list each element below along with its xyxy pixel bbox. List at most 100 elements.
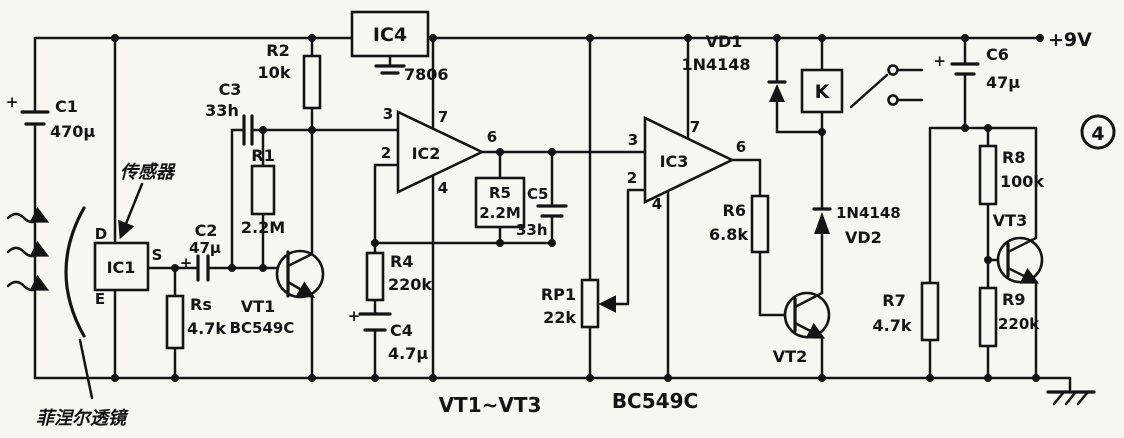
r5-ref-label: R5 [489, 184, 511, 202]
lens-leader-line [78, 338, 94, 400]
ic3-pin3-label: 3 [628, 131, 638, 149]
figure-circle-icon [1080, 114, 1116, 150]
opamp-ic2: IC2 3 2 7 6 4 [381, 105, 497, 197]
resistor-r2: R2 10k [258, 41, 322, 110]
ic2-body [396, 109, 486, 195]
ic2-pin2-label: 2 [381, 144, 391, 162]
rp1-value-label: 22k [543, 308, 576, 327]
vt1-type-label: BC549C [230, 319, 295, 337]
supply-label: +9V [1048, 29, 1092, 51]
diode-vd2: 1N4148 VD2 [812, 204, 901, 247]
capacitor-c3: C3 33h [205, 80, 254, 146]
relay-k: K [800, 68, 844, 114]
vt1-ref-label: VT1 [241, 297, 275, 316]
bottom-note-type: BC549C [612, 389, 698, 413]
r5-value-label: 2.2M [479, 204, 521, 222]
ic2-pin6-label: 6 [487, 128, 497, 146]
supply-node [1036, 34, 1044, 42]
junction-dots [111, 34, 1040, 382]
sensor-label: 传感器 [120, 162, 176, 183]
c6-value-label: 47μ [986, 73, 1020, 92]
ic3-pin6-label: 6 [736, 138, 746, 156]
ic2-pin3-label: 3 [383, 105, 393, 123]
vd1-value-label: 1N4148 [681, 55, 750, 74]
capacitor-c1: + C1 470μ [6, 93, 96, 141]
ic1-pin-s-label: S [152, 246, 163, 264]
resistor-r6: R6 6.8k [709, 194, 770, 254]
ic3-pin7-label: 7 [690, 118, 700, 136]
pir-sensor-ic1: IC1 D S E 传感器 菲涅尔透镜 [6, 162, 176, 429]
vt3-body [996, 236, 1044, 284]
vt2-ref-label: VT2 [773, 347, 807, 366]
rs-value-label: 4.7k [187, 319, 226, 338]
opamp-ic3: IC3 3 2 7 6 4 [627, 115, 746, 213]
resistor-r1: R1 2.2M [241, 146, 285, 237]
vt3-emitter-arrow-icon [1006, 266, 1040, 284]
wiring [33, 36, 1072, 380]
r9-value-label: 220k [998, 315, 1040, 333]
vd1-ref-label: VD1 [706, 32, 743, 51]
c1-value-label: 470μ [50, 122, 95, 141]
transistor-vt1: VT1 BC549C [230, 249, 325, 337]
rs-ref-label: Rs [190, 295, 212, 314]
c3-ref-label: C3 [219, 80, 242, 99]
ic4-ground-icon [374, 64, 406, 75]
vd2-triangle-icon [814, 212, 830, 234]
c1-plates-icon [20, 110, 50, 126]
c6-plates-icon [950, 62, 980, 76]
c2-value-label: 47μ [189, 239, 221, 257]
ic2-ref-label: IC2 [412, 144, 441, 163]
fresnel-lens-arc-icon [64, 206, 86, 338]
r1-body [250, 164, 276, 216]
contact-terminal [887, 64, 899, 76]
r7-ref-label: R7 [882, 291, 905, 310]
ic1-body [93, 241, 150, 292]
ic1-pin-d-label: D [95, 225, 107, 243]
r9-body [978, 286, 998, 348]
r6-body [750, 194, 770, 254]
r7-body [920, 281, 940, 342]
supply-terminal: +9V [1036, 29, 1092, 51]
c4-value-label: 4.7μ [388, 344, 428, 363]
resistor-r5: R5 2.2M [474, 176, 526, 229]
r4-body [365, 251, 385, 302]
sensor-pointer-arrow-icon [118, 182, 144, 240]
vt2-emitter-arrow-icon [793, 321, 826, 339]
r2-value-label: 10k [258, 63, 291, 82]
r4-value-label: 220k [388, 275, 432, 294]
c5-plates-icon [536, 204, 568, 218]
c6-ref-label: C6 [986, 45, 1009, 64]
relay-contact-icon [849, 64, 924, 109]
transistor-vt2: VT2 [773, 291, 831, 366]
relay-ref-label: K [815, 81, 831, 103]
resistor-r9: R9 220k [978, 286, 1040, 348]
r8-body [978, 144, 998, 206]
ic3-body [643, 115, 735, 205]
rp1-body [580, 278, 600, 329]
ic1-ref-label: IC1 [107, 258, 136, 277]
r1-ref-label: R1 [251, 146, 274, 165]
ic2-pin7-label: 7 [438, 108, 448, 126]
r8-ref-label: R8 [1002, 148, 1025, 167]
resistor-rs: Rs 4.7k [165, 294, 226, 350]
capacitor-c2: + C2 47μ [180, 221, 221, 282]
capacitor-c4: + C4 4.7μ [348, 307, 429, 363]
r1-value-label: 2.2M [241, 218, 285, 237]
ic4-body [350, 10, 430, 58]
r5-body [474, 176, 526, 229]
vt1-emitter-arrow-icon [286, 280, 316, 298]
rp1-ref-label: RP1 [541, 285, 576, 304]
potentiometer-rp1: RP1 22k [541, 278, 616, 329]
rs-body [165, 294, 185, 350]
c2-ref-label: C2 [195, 221, 218, 240]
capacitor-c5: C5 33h [516, 185, 568, 239]
resistor-r8: R8 100k [978, 144, 1044, 206]
resistor-r4: R4 220k [365, 251, 432, 302]
vd2-value-label: 1N4148 [836, 204, 901, 222]
r2-ref-label: R2 [266, 41, 289, 60]
vd1-triangle-icon [769, 84, 785, 102]
ic3-pin2-label: 2 [627, 169, 637, 187]
ir-ray-icon [6, 206, 50, 224]
c4-ref-label: C4 [390, 321, 413, 340]
